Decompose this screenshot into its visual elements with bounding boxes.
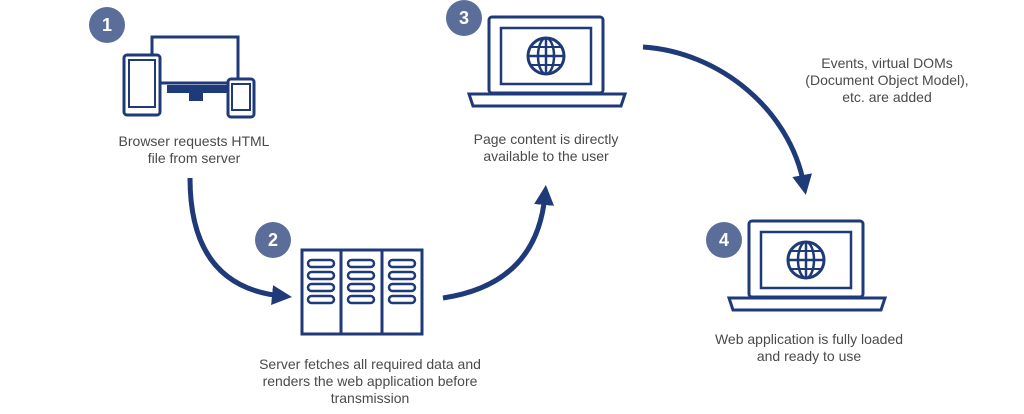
arrow-3-to-4 <box>642 44 812 195</box>
devices-icon <box>122 35 256 119</box>
step-1-label: Browser requests HTML file from server <box>118 133 270 166</box>
step-4-badge: 4 <box>706 222 742 258</box>
annotation-label: Events, virtual DOMs (Document Object Mo… <box>805 55 969 105</box>
step-1-badge: 1 <box>89 7 125 43</box>
step-2-label: Server fetches all required data and ren… <box>259 356 481 406</box>
step-2-badge: 2 <box>255 222 291 258</box>
server-icon <box>300 248 424 336</box>
step-3-label: Page content is directly available to th… <box>473 131 619 164</box>
step-3-badge: 3 <box>446 0 482 36</box>
laptop-globe-icon <box>727 219 887 312</box>
step-4-label: Web application is fully loaded and read… <box>714 331 904 364</box>
arrow-2-to-3 <box>442 185 555 301</box>
arrow-1-to-2 <box>187 177 292 305</box>
laptop-globe-icon <box>467 15 627 108</box>
